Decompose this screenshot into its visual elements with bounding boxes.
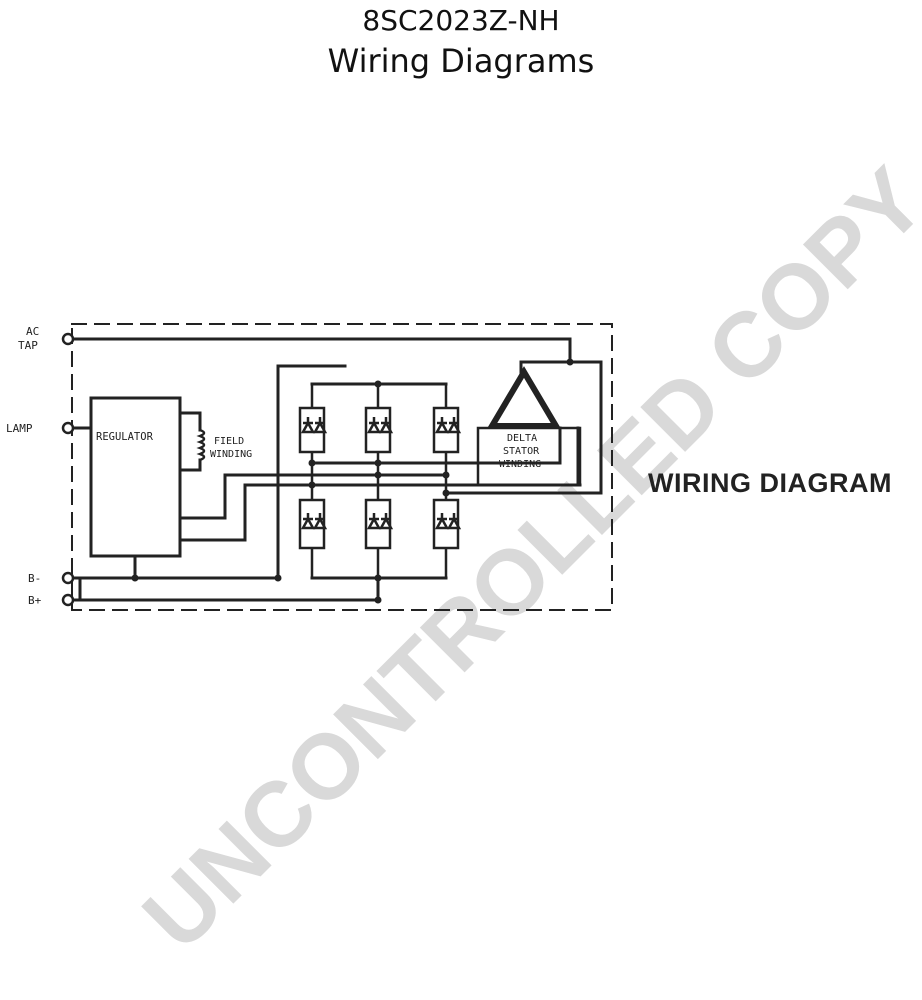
label-b-minus: B-: [28, 572, 41, 585]
regulator-box: [89, 396, 182, 558]
housing-outline: [71, 323, 613, 611]
label-lamp: LAMP: [6, 422, 33, 435]
terminal-b-minus: [61, 571, 75, 585]
diode-column-3: [432, 384, 462, 578]
terminal-lamp: [61, 421, 75, 435]
terminal-b-plus: [61, 593, 75, 607]
page-subtitle: Wiring Diagrams: [327, 42, 595, 80]
label-stator-winding: WINDING: [499, 459, 541, 470]
wiring-diagram-label: WIRING DIAGRAM: [648, 468, 892, 498]
label-ac: AC: [26, 325, 39, 338]
label-delta: DELTA: [507, 433, 537, 444]
label-field: FIELD: [214, 436, 244, 447]
watermark-text: UNCONTROLLED COPY: [124, 149, 922, 969]
label-tap: TAP: [18, 339, 38, 352]
diode-column-2: [364, 384, 394, 578]
label-winding: WINDING: [210, 449, 252, 460]
delta-symbol: [486, 366, 562, 429]
junction-dots: [131, 358, 574, 604]
rectifier-bridge: [298, 384, 462, 578]
part-number-title: 8SC2023Z-NH: [362, 4, 560, 37]
label-stator: STATOR: [503, 446, 540, 457]
label-b-plus: B+: [28, 594, 42, 607]
label-regulator: REGULATOR: [96, 431, 154, 443]
terminal-ac-tap: [61, 332, 75, 346]
diode-column-1: [298, 384, 328, 578]
